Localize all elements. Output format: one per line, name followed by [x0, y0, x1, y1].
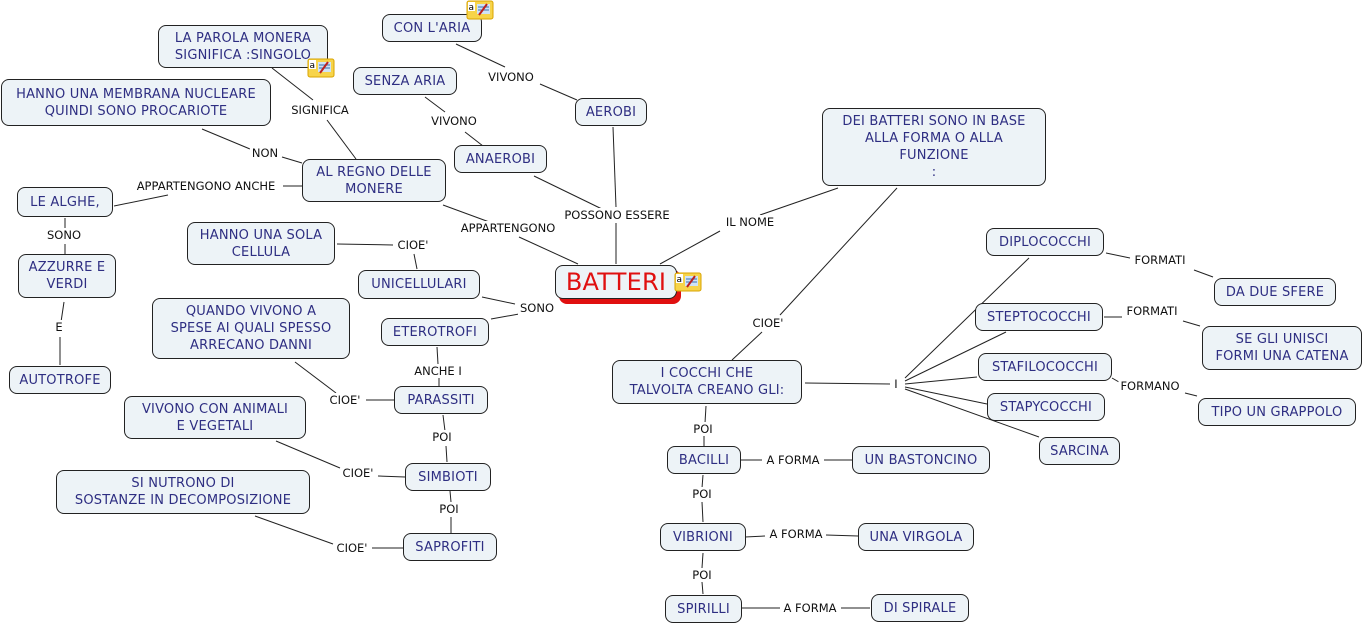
node-stapycocchi[interactable]: STAPYCOCCHI: [987, 393, 1105, 421]
link-label: FORMATI: [1124, 304, 1180, 318]
link-label: VIVONO: [429, 114, 479, 128]
link-label: FORMATI: [1132, 253, 1188, 267]
node-grappolo[interactable]: TIPO UN GRAPPOLO: [1198, 398, 1356, 426]
link-label: CIOE': [334, 541, 370, 555]
node-parola-monera[interactable]: LA PAROLA MONERA SIGNIFICA :SINGOLO: [158, 25, 328, 68]
link-label: POI: [437, 502, 461, 516]
link-label: APPARTENGONO ANCHE: [134, 179, 278, 193]
node-si-nutrono[interactable]: SI NUTRONO DI SOSTANZE IN DECOMPOSIZIONE: [56, 470, 310, 514]
link-label: CIOE': [750, 316, 786, 330]
svg-text:a: a: [310, 61, 316, 71]
node-aerobi[interactable]: AEROBI: [575, 98, 647, 126]
link-label: POI: [691, 422, 715, 436]
node-dei-batteri[interactable]: DEI BATTERI SONO IN BASE ALLA FORMA O AL…: [822, 108, 1046, 186]
node-due-sfere[interactable]: DA DUE SFERE: [1214, 278, 1336, 306]
node-vivono-con-animali[interactable]: VIVONO CON ANIMALI E VEGETALI: [124, 396, 306, 439]
link-label: SONO: [44, 228, 84, 242]
node-saprofiti[interactable]: SAPROFITI: [403, 533, 497, 561]
node-spirilli[interactable]: SPIRILLI: [665, 595, 742, 623]
link-label: CIOE': [340, 466, 376, 480]
link-label: E: [53, 320, 65, 334]
node-steptococchi[interactable]: STEPTOCOCCHI: [975, 303, 1103, 331]
link-label: A FORMA: [764, 453, 822, 467]
node-batteri-root[interactable]: BATTERI: [555, 265, 677, 299]
node-diplococchi[interactable]: DIPLOCOCCHI: [986, 228, 1104, 256]
link-label: CIOE': [395, 238, 431, 252]
link-label: SONO: [517, 301, 557, 315]
note-icon[interactable]: a: [674, 272, 702, 292]
node-azzurre-verdi[interactable]: AZZURRE E VERDI: [18, 254, 116, 298]
link-label: A FORMA: [767, 527, 825, 541]
link-label: FORMANO: [1118, 379, 1182, 393]
link-label: ANCHE I: [412, 364, 464, 378]
node-quando-vivono[interactable]: QUANDO VIVONO A SPESE AI QUALI SPESSO AR…: [152, 298, 350, 359]
node-simbioti[interactable]: SIMBIOTI: [405, 463, 491, 491]
node-unicellulari[interactable]: UNICELLULARI: [358, 270, 480, 299]
node-virgola[interactable]: UNA VIRGOLA: [858, 523, 974, 551]
link-label: I: [892, 377, 900, 391]
node-parassiti[interactable]: PARASSITI: [394, 386, 488, 414]
node-regno-monere[interactable]: AL REGNO DELLE MONERE: [302, 159, 446, 202]
node-catena[interactable]: SE GLI UNISCI FORMI UNA CATENA: [1202, 326, 1362, 370]
node-senza-aria[interactable]: SENZA ARIA: [353, 67, 457, 95]
node-membrana-nucleare[interactable]: HANNO UNA MEMBRANA NUCLEARE QUINDI SONO …: [1, 79, 271, 126]
link-label: CIOE': [327, 393, 363, 407]
link-label: IL NOME: [723, 215, 777, 229]
node-sarcina[interactable]: SARCINA: [1039, 437, 1120, 465]
node-autotrofe[interactable]: AUTOTROFE: [9, 366, 111, 394]
node-le-alghe[interactable]: LE ALGHE,: [17, 187, 113, 217]
link-label: A FORMA: [781, 601, 839, 615]
node-sola-cellula[interactable]: HANNO UNA SOLA CELLULA: [187, 222, 335, 265]
node-spirale[interactable]: DI SPIRALE: [871, 594, 969, 622]
note-icon[interactable]: a: [307, 58, 335, 78]
node-cocchi[interactable]: I COCCHI CHE TALVOLTA CREANO GLI:: [612, 360, 802, 404]
node-bacilli[interactable]: BACILLI: [667, 446, 741, 474]
link-label: APPARTENGONO: [458, 221, 558, 235]
node-bastoncino[interactable]: UN BASTONCINO: [852, 446, 990, 474]
link-label: POI: [690, 487, 714, 501]
link-label: VIVONO: [486, 70, 536, 84]
link-label: SIGNIFICA: [289, 103, 351, 117]
svg-text:a: a: [469, 3, 475, 13]
node-vibrioni[interactable]: VIBRIONI: [660, 523, 746, 551]
link-label: POI: [690, 568, 714, 582]
link-label: NON: [249, 146, 281, 160]
node-stafilococchi[interactable]: STAFILOCOCCHI: [978, 353, 1112, 381]
link-label: POI: [430, 430, 454, 444]
node-anaerobi[interactable]: ANAEROBI: [454, 145, 547, 173]
node-con-aria[interactable]: CON L'ARIA: [382, 14, 482, 42]
link-label: POSSONO ESSERE: [562, 208, 672, 222]
node-eterotrofi[interactable]: ETEROTROFI: [381, 318, 489, 346]
svg-text:a: a: [677, 275, 683, 285]
note-icon[interactable]: a: [466, 0, 494, 20]
